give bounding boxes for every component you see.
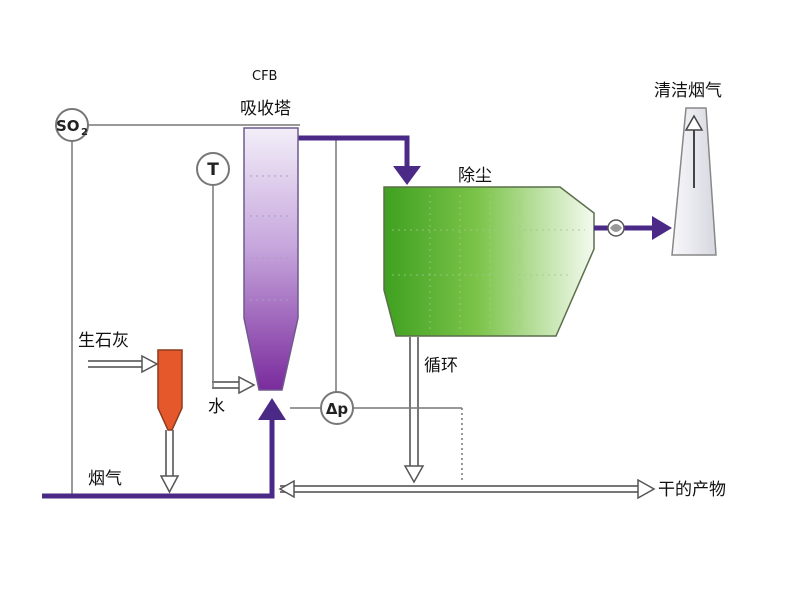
so2-analyzer-subscript: 2	[81, 127, 88, 138]
quicklime-label: 生石灰	[78, 331, 129, 351]
so2-analyzer-label: SO	[56, 117, 80, 135]
temperature-sensor: T	[196, 152, 230, 186]
dry-product-arrow-left	[278, 479, 295, 499]
quicklime-feed-line	[88, 360, 143, 368]
absorber-label: 吸收塔	[240, 99, 291, 119]
clean-gas-up-arrow-icon	[684, 114, 704, 188]
dry-product-line	[280, 485, 640, 493]
water-feed-arrow	[238, 375, 256, 395]
cfb-label: CFB	[252, 69, 277, 84]
recirculation-line	[409, 337, 419, 466]
quicklime-feed-arrow	[141, 354, 159, 374]
pressure-diff-sensor: Δp	[320, 391, 354, 425]
flue-gas-inlet-arrow	[258, 398, 286, 420]
dry-product-arrow-right	[637, 478, 656, 500]
recirculation-label: 循环	[424, 356, 458, 376]
quicklime-silo	[157, 349, 183, 431]
dry-product-label: 干的产物	[658, 480, 726, 500]
recirculation-arrow-down	[403, 465, 425, 484]
flue-gas-label: 烟气	[88, 469, 122, 489]
precipitator-internals	[392, 195, 585, 330]
silo-outlet-line	[165, 430, 174, 476]
temperature-sensor-label: T	[207, 160, 219, 180]
water-feed-line	[212, 381, 240, 389]
stack-inlet-arrow	[652, 216, 672, 240]
pressure-diff-sensor-label: Δp	[326, 400, 349, 418]
silo-outlet-arrow	[159, 475, 180, 494]
cfb-absorber	[243, 127, 299, 391]
dust-precipitator	[383, 186, 595, 337]
absorber-internals	[250, 175, 292, 301]
precipitator-inlet-arrow	[393, 166, 421, 185]
clean-flue-gas-label: 清洁烟气	[654, 81, 722, 101]
fan-icon	[607, 219, 625, 237]
so2-analyzer: SO 2	[55, 108, 89, 142]
flue-gas-inlet-line	[42, 418, 275, 499]
absorber-outlet-line	[298, 135, 410, 168]
dust-removal-label: 除尘	[458, 166, 492, 186]
water-label: 水	[208, 397, 225, 417]
signal-lines	[71, 124, 462, 496]
